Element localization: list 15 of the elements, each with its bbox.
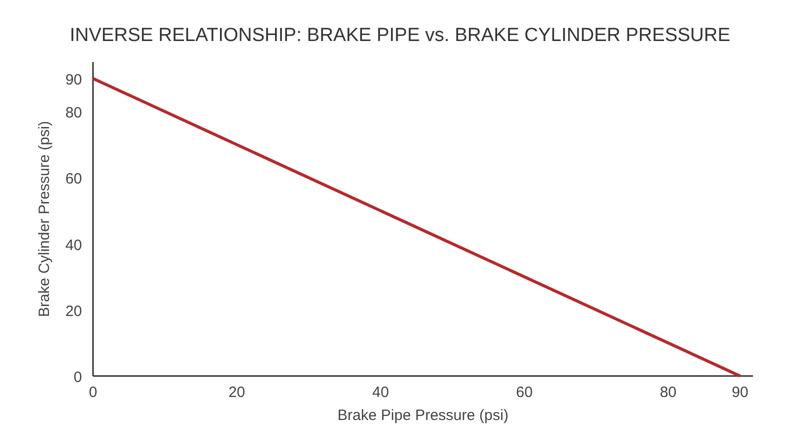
x-tick-label: 60 <box>516 384 533 401</box>
x-tick-label: 80 <box>660 384 676 401</box>
x-tick-label: 20 <box>228 384 246 401</box>
x-tick-label: 90 <box>732 384 748 401</box>
y-tick-label: 40 <box>65 236 82 254</box>
x-tick-label: 40 <box>372 384 389 401</box>
y-tick-label: 0 <box>74 369 82 386</box>
x-axis-title: Brake Pipe Pressure (psi) <box>338 407 508 424</box>
chart-title: INVERSE RELATIONSHIP: BRAKE PIPE vs. BRAKE CYLINDER PRESSURE <box>70 25 730 47</box>
y-axis-title: Brake Cylinder Pressure (psi) <box>36 121 53 317</box>
x-tick-label: 0 <box>88 384 98 401</box>
y-tick-label: 90 <box>65 72 82 89</box>
y-tick-label: 20 <box>65 302 82 320</box>
y-tick-label: 60 <box>65 170 82 188</box>
y-tick-label: 80 <box>65 104 82 122</box>
